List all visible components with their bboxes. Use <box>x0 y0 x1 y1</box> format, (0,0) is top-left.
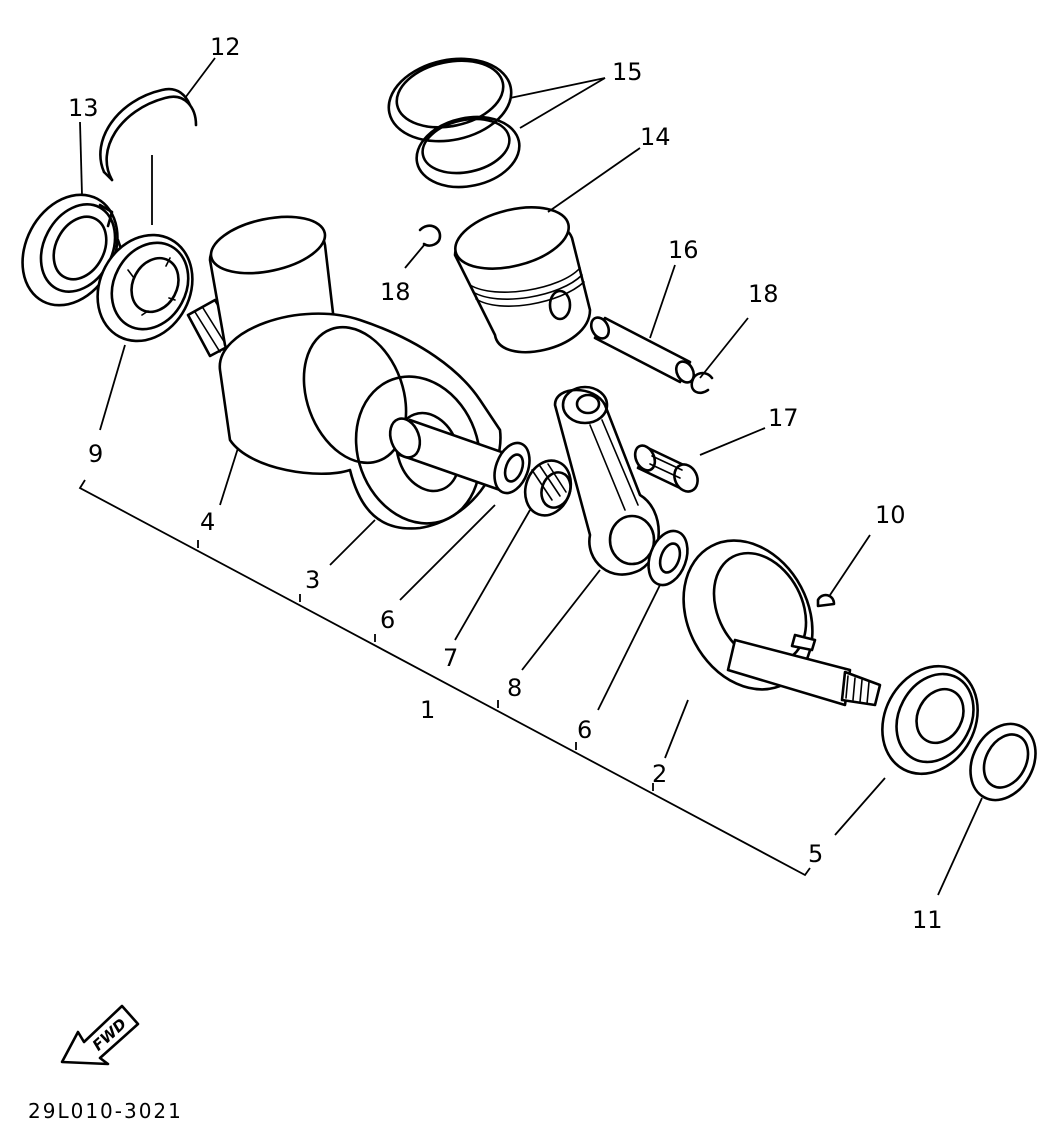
fwd-direction-arrow: FWD <box>60 1004 140 1066</box>
label-part-16: 16 <box>668 236 699 264</box>
label-part-9: 9 <box>88 440 103 468</box>
label-part-12: 12 <box>210 33 241 61</box>
diagram-code: 29L010-3021 <box>28 1099 183 1123</box>
label-part-3: 3 <box>305 566 320 594</box>
label-part-4: 4 <box>200 508 215 536</box>
label-part-18-top: 18 <box>380 278 411 306</box>
label-part-17: 17 <box>768 404 799 432</box>
piston-rings-part-15 <box>387 57 521 189</box>
crankshaft-right-half-part-2 <box>682 539 882 707</box>
bearing-part-5 <box>881 664 979 776</box>
label-part-2: 2 <box>652 760 667 788</box>
piston-pin-part-16 <box>589 316 696 384</box>
needle-bearing-part-7 <box>523 459 573 517</box>
connecting-rod-part-8 <box>553 385 660 576</box>
label-part-5: 5 <box>808 840 823 868</box>
woodruff-key-part-10 <box>816 593 836 608</box>
crankshaft-assembly-bracket <box>78 479 811 877</box>
thrust-washer-part-6-right <box>647 529 689 587</box>
label-part-14: 14 <box>640 123 671 151</box>
label-part-1: 1 <box>420 696 435 724</box>
piston-pin-clip-part-18-top <box>418 224 442 247</box>
label-part-8: 8 <box>507 674 522 702</box>
label-part-6-right: 6 <box>577 716 592 744</box>
circlip-ring-part-12 <box>99 87 198 182</box>
label-part-6-left: 6 <box>380 606 395 634</box>
leader-lines <box>79 57 983 896</box>
piston-part-14 <box>453 206 592 354</box>
thrust-washer-part-6-left <box>493 441 531 495</box>
oil-seal-part-13 <box>21 193 126 307</box>
part-number-labels: 12 13 15 14 16 18 18 17 9 10 4 3 6 7 8 1… <box>68 33 943 934</box>
crankshaft-left-half-part-3 <box>186 215 512 530</box>
oil-seal-part-11 <box>969 722 1037 802</box>
label-part-7: 7 <box>443 644 458 672</box>
small-end-bearing-part-17 <box>633 444 699 493</box>
bearing-part-9 <box>96 233 194 343</box>
label-part-18-right: 18 <box>748 280 779 308</box>
label-part-13: 13 <box>68 94 99 122</box>
label-part-11: 11 <box>912 906 943 934</box>
label-part-10: 10 <box>875 501 906 529</box>
label-part-15: 15 <box>612 58 643 86</box>
